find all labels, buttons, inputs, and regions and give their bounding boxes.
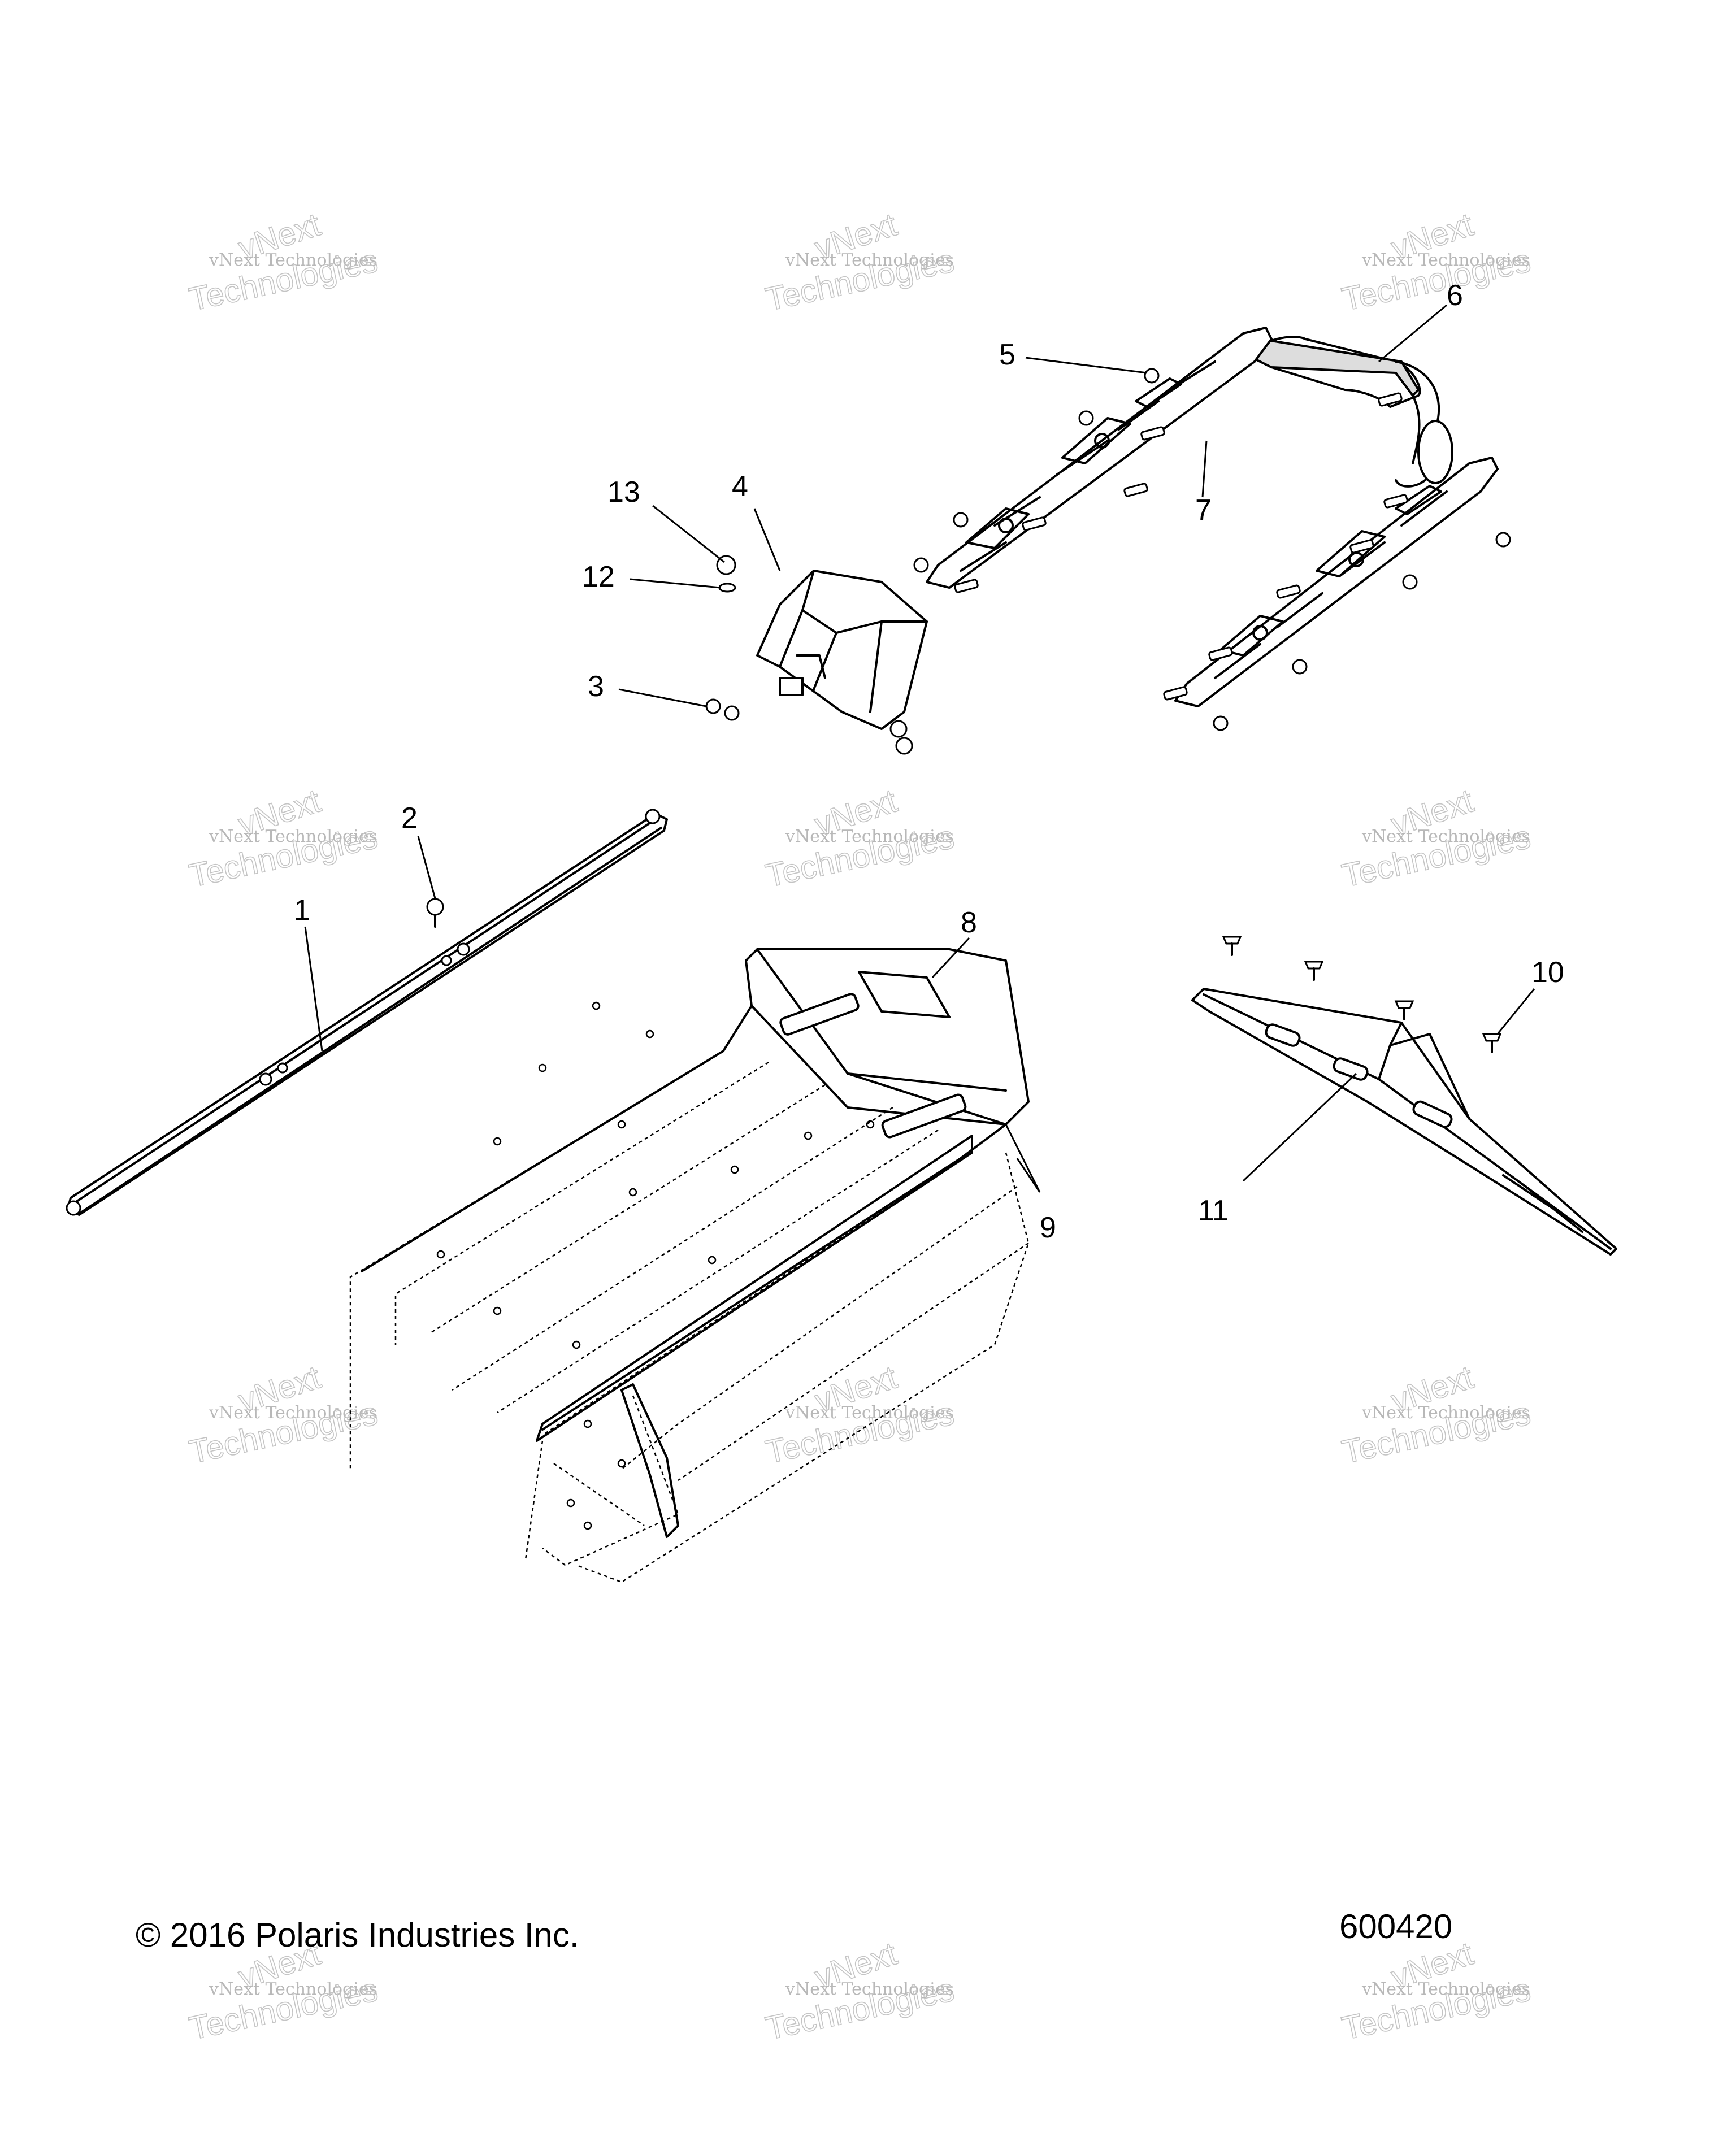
callout-10: 10 bbox=[1531, 956, 1564, 989]
watermark: vNext vNext Technologies Technologies bbox=[185, 206, 381, 319]
watermark-mid: vNext Technologies bbox=[785, 827, 954, 846]
callout-4: 4 bbox=[732, 470, 748, 503]
callout-3: 3 bbox=[588, 670, 604, 703]
watermark-mid: vNext Technologies bbox=[1361, 827, 1530, 846]
callout-9: 9 bbox=[1040, 1211, 1056, 1244]
watermark: vNext vNext Technologies Technologies bbox=[762, 206, 957, 319]
watermark: vNext vNext Technologies Technologies bbox=[762, 1358, 957, 1471]
tube-end bbox=[1417, 420, 1453, 484]
watermark: vNext vNext Technologies Technologies bbox=[1338, 206, 1534, 319]
watermark-mid: vNext Technologies bbox=[209, 1403, 377, 1423]
callout-7: 7 bbox=[1195, 494, 1212, 527]
rack-bolts bbox=[954, 392, 1408, 701]
callout-12: 12 bbox=[582, 561, 615, 593]
callout-8: 8 bbox=[961, 906, 977, 939]
watermark: vNext vNext Technologies Technologies bbox=[762, 782, 957, 895]
watermark-mid: vNext Technologies bbox=[1361, 1403, 1530, 1423]
push-rivets bbox=[1222, 936, 1502, 1053]
side-trim[interactable] bbox=[1191, 988, 1617, 1256]
bed-rivets bbox=[436, 1001, 875, 1530]
rail-screw bbox=[426, 898, 444, 928]
watermark: vNext vNext Technologies Technologies bbox=[762, 1935, 957, 2048]
callout-5: 5 bbox=[999, 338, 1015, 371]
side-rail[interactable] bbox=[66, 809, 668, 1216]
rack-nuts bbox=[913, 368, 1511, 731]
callout-6: 6 bbox=[1447, 279, 1463, 312]
watermark: vNext vNext Technologies Technologies bbox=[1338, 1935, 1534, 2048]
callout-11: 11 bbox=[1198, 1194, 1229, 1227]
watermark-mid: vNext Technologies bbox=[209, 1979, 377, 1999]
callout-1: 1 bbox=[294, 894, 310, 927]
copyright-text: © 2016 Polaris Industries Inc. bbox=[136, 1916, 579, 1954]
callout-2: 2 bbox=[401, 802, 418, 835]
watermark-mid: vNext Technologies bbox=[209, 250, 377, 270]
washer-12 bbox=[718, 583, 736, 593]
watermark-group: vNext vNext Technologies Technologies vN… bbox=[185, 206, 1534, 2048]
watermark-mid: vNext Technologies bbox=[785, 250, 954, 270]
diagram-number: 600420 bbox=[1339, 1908, 1452, 1945]
screw-3b bbox=[724, 705, 740, 721]
bracket-cover[interactable] bbox=[756, 570, 928, 730]
watermark-mid: vNext Technologies bbox=[1361, 250, 1530, 270]
rack-bar-assembly[interactable] bbox=[913, 327, 1511, 731]
watermark: vNext vNext Technologies Technologies bbox=[185, 1358, 381, 1471]
leader-lines bbox=[304, 304, 1535, 1182]
callout-13: 13 bbox=[607, 476, 640, 509]
screw-3a bbox=[705, 698, 721, 714]
cargo-bed[interactable] bbox=[349, 948, 1041, 1583]
watermark: vNext vNext Technologies Technologies bbox=[185, 782, 381, 895]
watermark: vNext vNext Technologies Technologies bbox=[1338, 1358, 1534, 1471]
callout-labels: 1 2 3 4 5 6 7 8 9 10 11 12 13 bbox=[294, 279, 1564, 1244]
watermark: vNext vNext Technologies Technologies bbox=[1338, 782, 1534, 895]
watermark-mid: vNext Technologies bbox=[1361, 1979, 1530, 1999]
watermark-mid: vNext Technologies bbox=[209, 827, 377, 846]
watermark-mid: vNext Technologies bbox=[785, 1403, 954, 1423]
watermark-mid: vNext Technologies bbox=[785, 1979, 954, 1999]
